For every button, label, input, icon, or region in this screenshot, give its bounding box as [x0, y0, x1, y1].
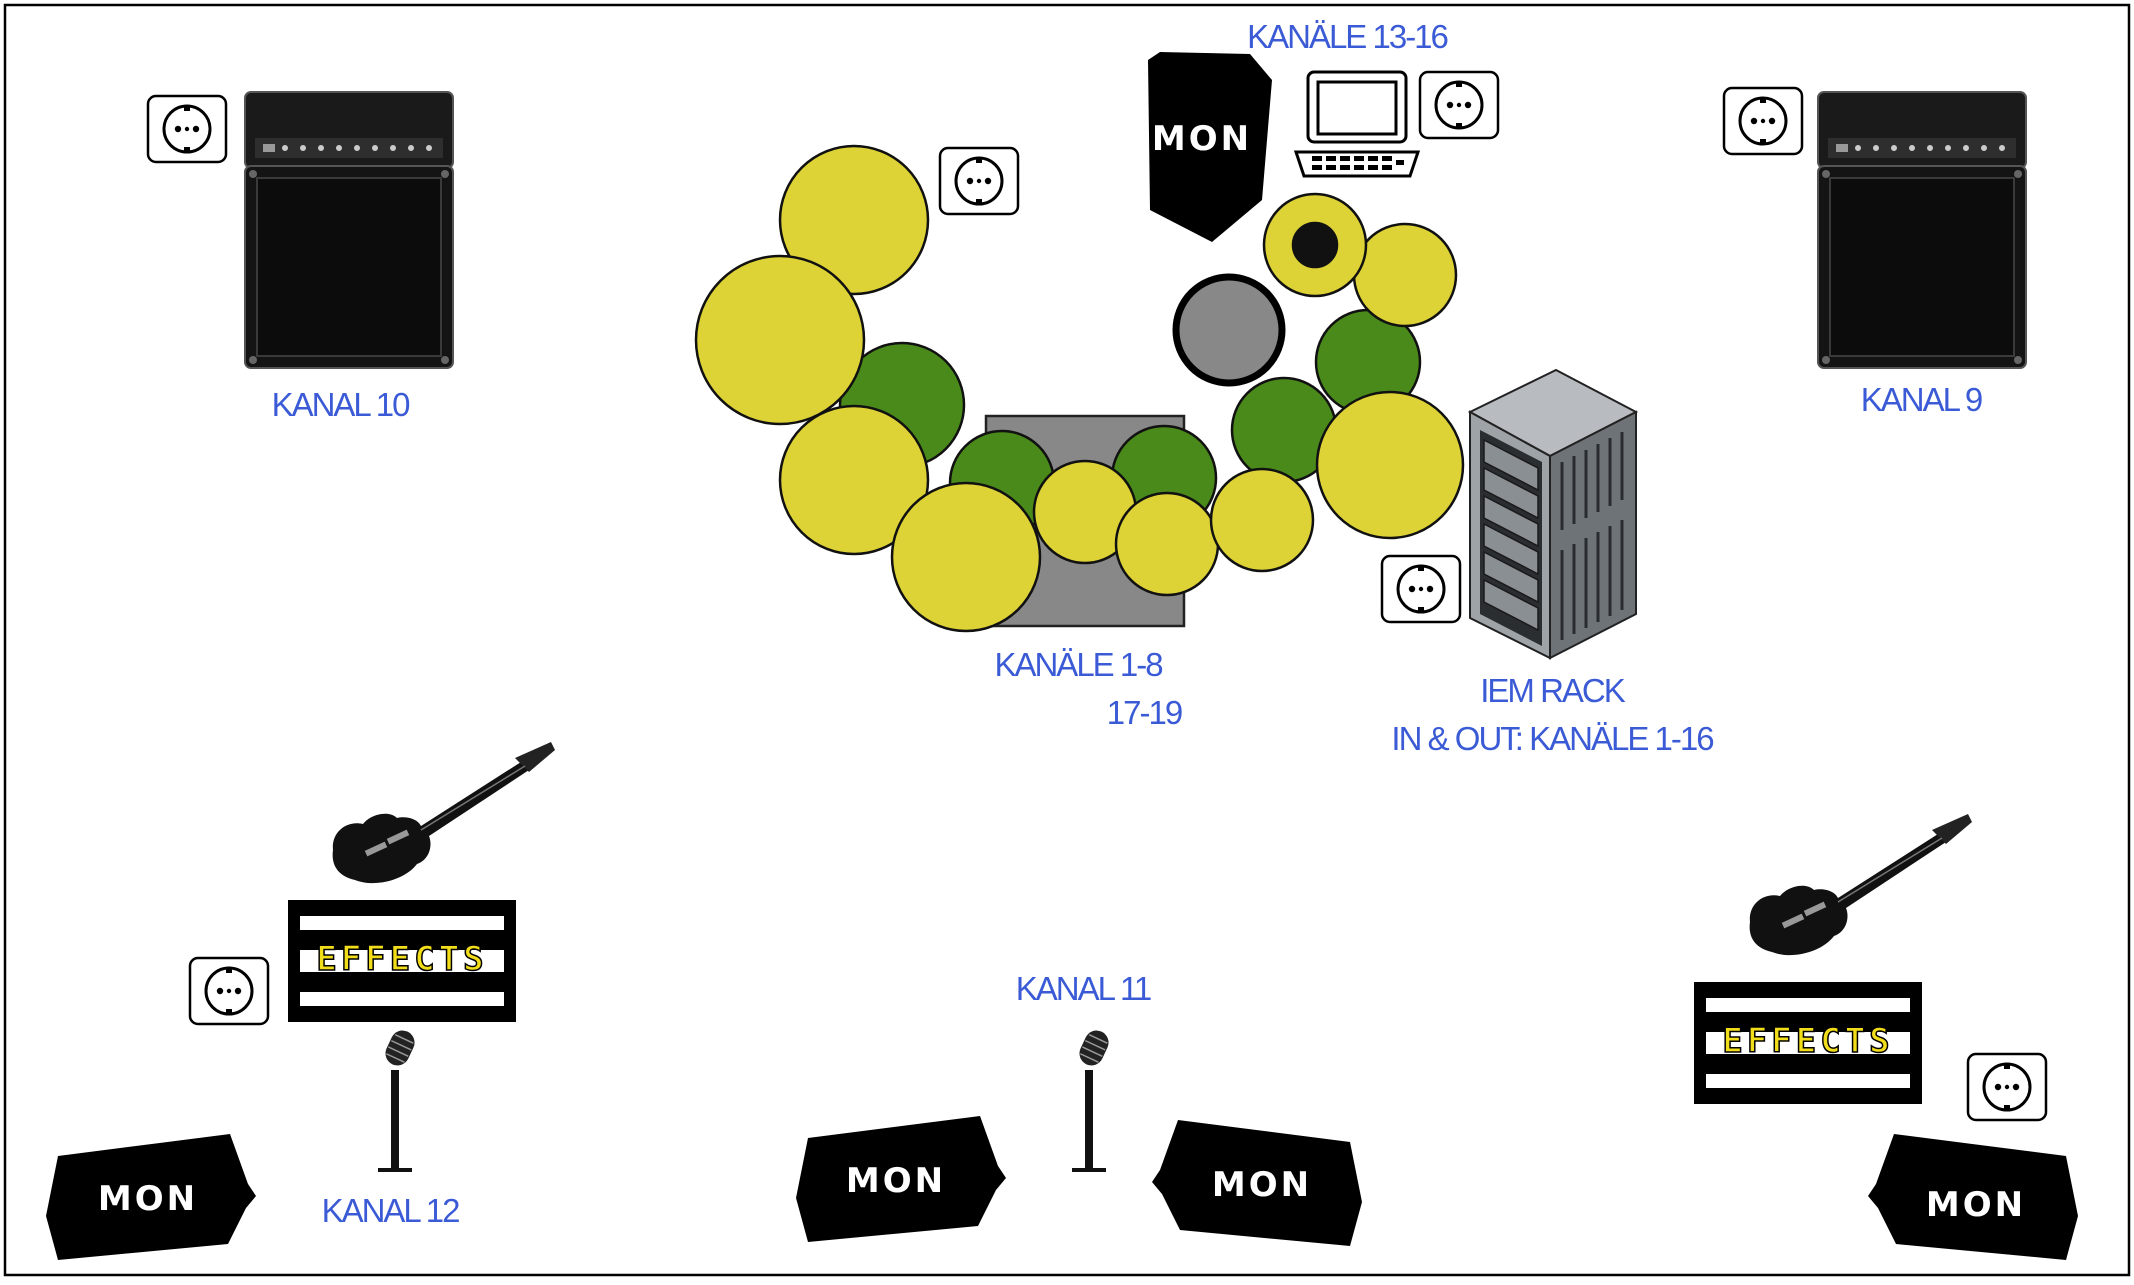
power-socket-icon	[188, 956, 270, 1026]
monitor-wedge-drums: MON	[1148, 52, 1272, 242]
power-socket-icon	[938, 146, 1020, 216]
label-kanal-10: KANAL 10	[271, 386, 411, 423]
label-kanal-12: KANAL 12	[321, 1192, 461, 1229]
svg-text:MON: MON	[846, 1161, 946, 1201]
label-iem-rack: IEM RACK	[1480, 672, 1626, 709]
svg-text:MON: MON	[1926, 1185, 2026, 1225]
label-kanal-11: KANAL 11	[1015, 970, 1152, 1007]
power-socket-icon	[1418, 70, 1500, 140]
monitor-wedge-center-right: MON	[1152, 1120, 1362, 1246]
svg-text:EFFECTS: EFFECTS	[316, 939, 487, 979]
svg-text:EFFECTS: EFFECTS	[1722, 1021, 1893, 1061]
power-socket-icon	[1966, 1052, 2048, 1122]
amp-stack-right	[1817, 91, 2027, 369]
cymbal	[1352, 222, 1458, 328]
power-socket-icon	[1722, 86, 1804, 156]
monitor-wedge-right: MON	[1868, 1134, 2078, 1260]
snare-drum	[1172, 273, 1286, 387]
svg-text:MON: MON	[1152, 119, 1252, 159]
label-kanal-9: KANAL 9	[1860, 381, 1984, 418]
cymbal	[1315, 390, 1465, 540]
label-iem-in-out: IN & OUT: KANÄLE 1-16	[1391, 720, 1714, 757]
cymbal	[890, 481, 1042, 633]
cymbal	[694, 254, 866, 426]
label-kanaele-13-16: KANÄLE 13-16	[1247, 18, 1449, 55]
kick-hole	[1291, 221, 1339, 269]
effects-pedalboard-right: EFFECTS	[1694, 982, 1922, 1104]
cymbal	[1114, 491, 1220, 597]
laptop-icon	[1293, 70, 1421, 178]
svg-text:MON: MON	[98, 1179, 198, 1219]
drum-kit	[694, 144, 1465, 633]
iem-rack	[1467, 368, 1639, 660]
effects-pedalboard-left: EFFECTS	[288, 900, 516, 1022]
amp-stack-left	[244, 91, 454, 369]
cymbal	[778, 144, 930, 296]
cymbal	[778, 404, 930, 556]
monitor-wedge-center-left: MON	[796, 1116, 1006, 1242]
label-kanaele-17-19: 17-19	[1106, 694, 1183, 731]
power-socket-icon	[1380, 554, 1462, 624]
label-kanaele-1-8: KANÄLE 1-8	[994, 646, 1163, 683]
cymbal	[1209, 467, 1315, 573]
monitor-wedge-left: MON	[46, 1134, 256, 1260]
power-socket-icon	[146, 94, 228, 164]
svg-text:MON: MON	[1212, 1165, 1312, 1205]
